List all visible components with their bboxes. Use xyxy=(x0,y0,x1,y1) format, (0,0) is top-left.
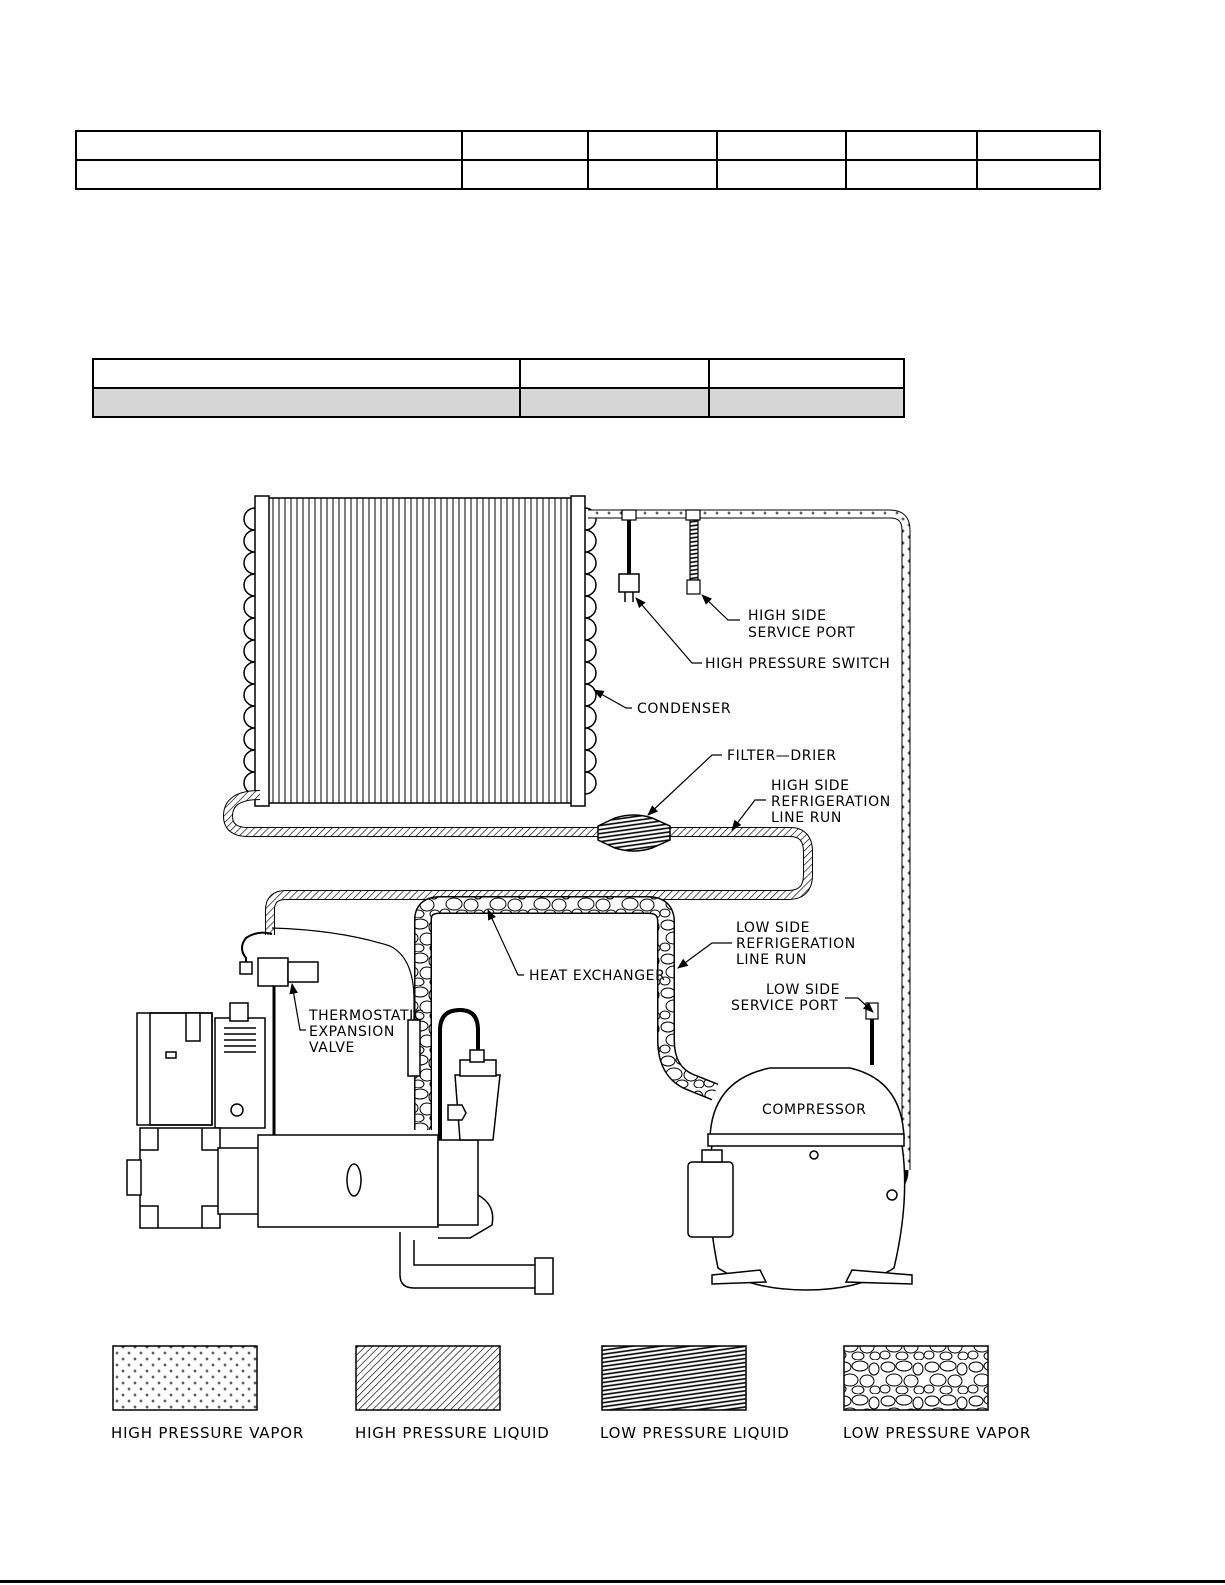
compressor-icon xyxy=(687,1067,913,1291)
svg-text:LOW SIDE: LOW SIDE xyxy=(766,982,840,998)
svg-text:HEAT EXCHANGER: HEAT EXCHANGER xyxy=(529,968,665,984)
svg-text:HIGH SIDE: HIGH SIDE xyxy=(748,608,827,624)
svg-text:REFRIGERATION: REFRIGERATION xyxy=(736,936,856,952)
svg-text:FILTER—DRIER: FILTER—DRIER xyxy=(727,748,837,764)
table-row xyxy=(92,358,905,389)
label-low-side-service-port: LOW SIDE SERVICE PORT xyxy=(731,982,874,1014)
expansion-valve-icon xyxy=(239,927,421,1135)
page-bottom-rule xyxy=(0,1580,1225,1583)
legend-item: HIGH PRESSURE VAPOR xyxy=(111,1345,304,1442)
svg-text:LOW SIDE: LOW SIDE xyxy=(736,920,810,936)
label-high-side-line-run: HIGH SIDE REFRIGERATION LINE RUN xyxy=(731,778,891,831)
condenser-icon xyxy=(243,495,597,807)
svg-text:HIGH PRESSURE SWITCH: HIGH PRESSURE SWITCH xyxy=(705,656,890,672)
high-side-service-port-icon xyxy=(685,509,701,595)
water-pump-icon xyxy=(126,1002,554,1295)
legend-swatch-high-pressure-vapor xyxy=(112,1345,258,1411)
label-expansion-valve: THERMOSTATIC EXPANSION VALVE xyxy=(289,982,424,1056)
table-row xyxy=(75,159,1101,190)
legend-label: LOW PRESSURE VAPOR xyxy=(843,1424,1031,1442)
svg-text:SERVICE PORT: SERVICE PORT xyxy=(731,998,838,1014)
svg-text:LINE RUN: LINE RUN xyxy=(736,952,807,968)
legend-label: LOW PRESSURE LIQUID xyxy=(600,1424,790,1442)
legend-swatch-high-pressure-liquid xyxy=(355,1345,501,1411)
svg-text:VALVE: VALVE xyxy=(309,1040,355,1056)
label-filter-drier: FILTER—DRIER xyxy=(647,748,837,816)
svg-text:THERMOSTATIC: THERMOSTATIC xyxy=(308,1008,424,1024)
legend: HIGH PRESSURE VAPOR HIGH PRESSURE LIQUID… xyxy=(111,1345,1031,1442)
label-low-side-line-run: LOW SIDE REFRIGERATION LINE RUN xyxy=(677,920,856,969)
svg-text:HIGH SIDE: HIGH SIDE xyxy=(771,778,850,794)
svg-text:LINE RUN: LINE RUN xyxy=(771,810,842,826)
svg-text:REFRIGERATION: REFRIGERATION xyxy=(771,794,891,810)
high-pressure-switch-icon xyxy=(618,509,640,602)
legend-label: HIGH PRESSURE LIQUID xyxy=(355,1424,550,1442)
legend-swatch-low-pressure-vapor xyxy=(843,1345,989,1411)
svg-text:EXPANSION: EXPANSION xyxy=(309,1024,395,1040)
label-high-pressure-switch: HIGH PRESSURE SWITCH xyxy=(635,597,890,672)
legend-item: LOW PRESSURE VAPOR xyxy=(843,1345,1031,1442)
legend-item: HIGH PRESSURE LIQUID xyxy=(355,1345,550,1442)
table-row xyxy=(92,387,905,418)
spec-table-middle xyxy=(92,358,905,418)
table-row xyxy=(75,130,1101,161)
label-compressor: COMPRESSOR xyxy=(762,1102,866,1118)
legend-swatch-low-pressure-liquid xyxy=(601,1345,747,1411)
spec-table-top xyxy=(75,130,1101,190)
svg-text:CONDENSER: CONDENSER xyxy=(637,701,731,717)
legend-item: LOW PRESSURE LIQUID xyxy=(600,1345,790,1442)
legend-label: HIGH PRESSURE VAPOR xyxy=(111,1424,304,1442)
label-condenser: CONDENSER xyxy=(593,689,731,717)
low-side-service-port-icon xyxy=(865,1002,879,1065)
filter-drier-icon xyxy=(597,814,671,852)
label-high-side-service-port: HIGH SIDE SERVICE PORT xyxy=(701,594,855,641)
label-heat-exchanger: HEAT EXCHANGER xyxy=(487,909,665,984)
svg-text:SERVICE PORT: SERVICE PORT xyxy=(748,625,855,641)
